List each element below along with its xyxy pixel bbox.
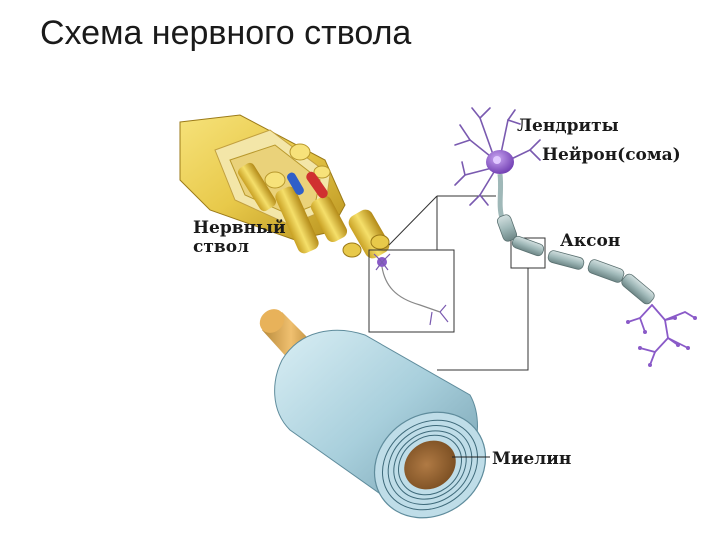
neuron-zoom-box xyxy=(368,249,455,333)
axon-core xyxy=(404,440,456,490)
label-myelin: Миелин xyxy=(492,449,572,469)
nerve-trunk-illustration xyxy=(179,114,390,259)
label-axon: Аксон xyxy=(560,231,621,251)
myelin-sheath-illustration xyxy=(259,309,490,519)
axon-segments xyxy=(496,214,655,305)
label-neuron-soma: Нейрон(сома) xyxy=(542,145,681,165)
label-nerve-trunk-line2: ствол xyxy=(193,237,250,257)
label-dendrites: Лендриты xyxy=(517,116,619,136)
neuron-illustration xyxy=(454,107,697,367)
small-neuron-illustration xyxy=(373,253,449,326)
slide-title: Схема нервного ствола xyxy=(40,14,412,52)
zoom-connectors xyxy=(368,195,546,371)
label-nerve-trunk-line1: Нервный xyxy=(193,218,286,238)
